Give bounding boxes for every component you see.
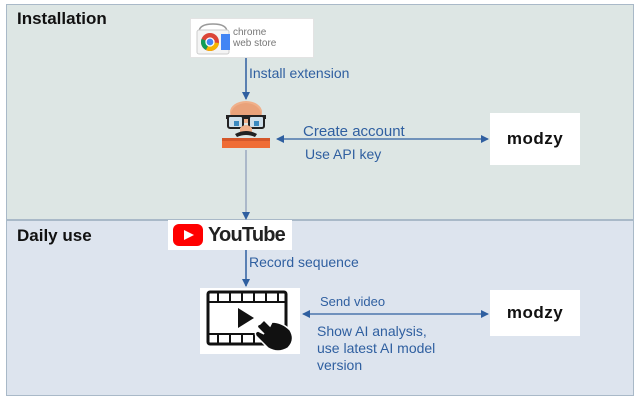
label-show-ai-analysis: Show AI analysis, use latest AI model ve…	[317, 323, 435, 374]
video-node	[200, 288, 300, 354]
label-show-ai-line1: Show AI analysis,	[317, 323, 427, 339]
installation-title: Installation	[17, 9, 107, 28]
modzy-node-top: modzy	[490, 113, 580, 165]
modzy-node-bottom: modzy	[490, 290, 580, 336]
label-use-api-key: Use API key	[305, 146, 382, 162]
modzy-logo-text: modzy	[506, 129, 564, 148]
arrow-user-to-youtube-head	[242, 212, 250, 220]
chrome-web-store-node: chrome web store	[190, 18, 314, 58]
label-install-extension: Install extension	[249, 65, 350, 81]
modzy-logo-text: modzy	[506, 303, 564, 322]
label-create-account: Create account	[303, 123, 405, 140]
store-label-line1: chrome	[233, 27, 267, 38]
video-touch-icon	[206, 290, 294, 352]
installation-section: Installation	[6, 4, 634, 220]
youtube-play-icon	[173, 224, 203, 246]
label-show-ai-line3: version	[317, 357, 363, 373]
disguised-user-icon	[222, 101, 270, 148]
chrome-web-store-icon	[196, 23, 230, 55]
store-label-line2: web store	[233, 38, 277, 49]
youtube-node: YouTube	[168, 220, 292, 250]
label-send-video: Send video	[320, 294, 386, 309]
label-record-sequence: Record sequence	[249, 254, 359, 270]
label-show-ai-line2: use latest AI model	[317, 340, 436, 356]
daily-use-title: Daily use	[17, 226, 92, 245]
youtube-logo-text: YouTube	[208, 224, 286, 246]
